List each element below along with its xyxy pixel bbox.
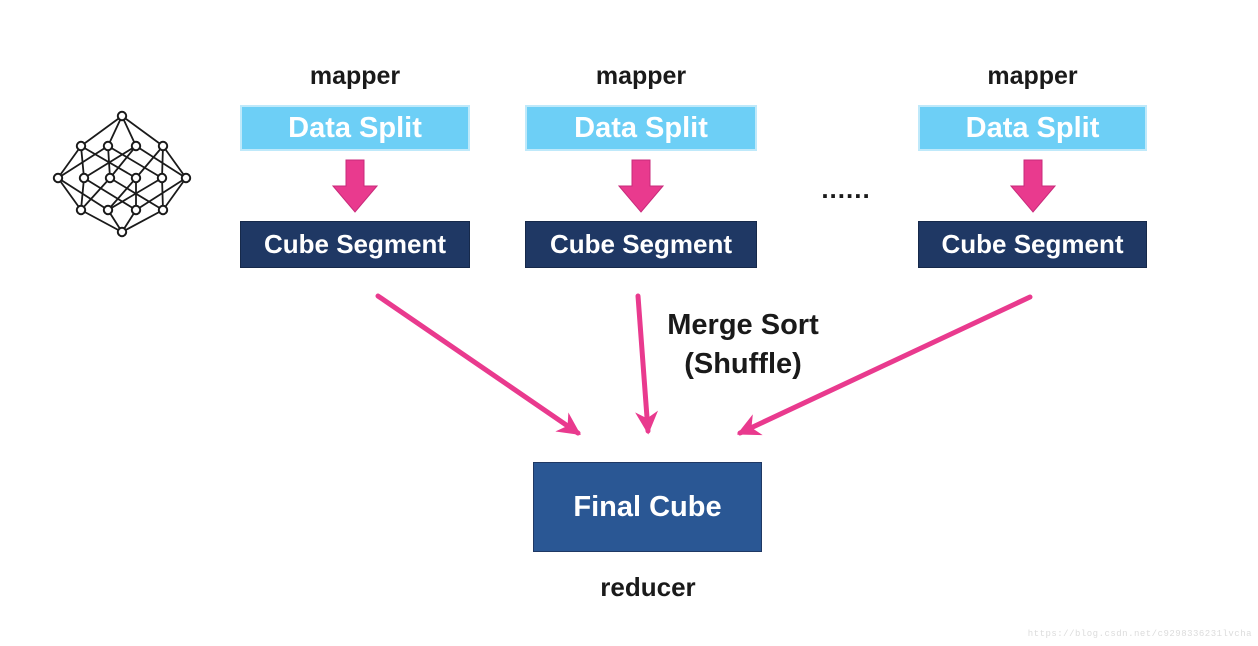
data-split-label: Data Split	[288, 111, 422, 144]
cuboid-lattice-icon	[52, 110, 192, 238]
watermark-url: https://blog.csdn.net/c9298336231lvcha	[1027, 629, 1252, 639]
merge-sort-line1: Merge Sort	[667, 309, 819, 341]
mapper-column-1: mapper Data Split Cube Segment	[240, 60, 470, 268]
merge-arrow-left-icon	[375, 293, 581, 436]
down-arrow-icon	[332, 159, 378, 213]
mapper-column-3: mapper Data Split Cube Segment	[918, 60, 1147, 268]
data-split-box: Data Split	[918, 105, 1147, 151]
mapper-column-2: mapper Data Split Cube Segment	[525, 60, 757, 268]
cube-segment-label: Cube Segment	[549, 229, 733, 259]
cube-segment-label: Cube Segment	[263, 229, 447, 259]
final-cube-box: Final Cube	[533, 462, 762, 552]
mapper-label: mapper	[987, 62, 1078, 90]
down-arrow-icon	[1009, 159, 1056, 213]
mapper-label: mapper	[595, 62, 687, 90]
data-split-box: Data Split	[525, 105, 757, 151]
reducer-label: reducer	[600, 572, 696, 602]
data-split-box: Data Split	[240, 105, 470, 151]
mapper-label: mapper	[309, 62, 401, 90]
merge-sort-label: Merge Sort (Shuffle)	[633, 306, 853, 384]
cube-segment-box: Cube Segment	[525, 221, 757, 268]
down-arrow-icon	[618, 159, 664, 213]
ellipsis-more-mappers: ......	[821, 174, 871, 204]
final-cube-label: Final Cube	[573, 490, 722, 523]
data-split-label: Data Split	[965, 111, 1100, 144]
merge-sort-line2: (Shuffle)	[684, 348, 802, 380]
data-split-label: Data Split	[574, 111, 708, 144]
cube-segment-box: Cube Segment	[240, 221, 470, 268]
cube-segment-box: Cube Segment	[918, 221, 1147, 268]
cube-segment-label: Cube Segment	[941, 229, 1124, 259]
